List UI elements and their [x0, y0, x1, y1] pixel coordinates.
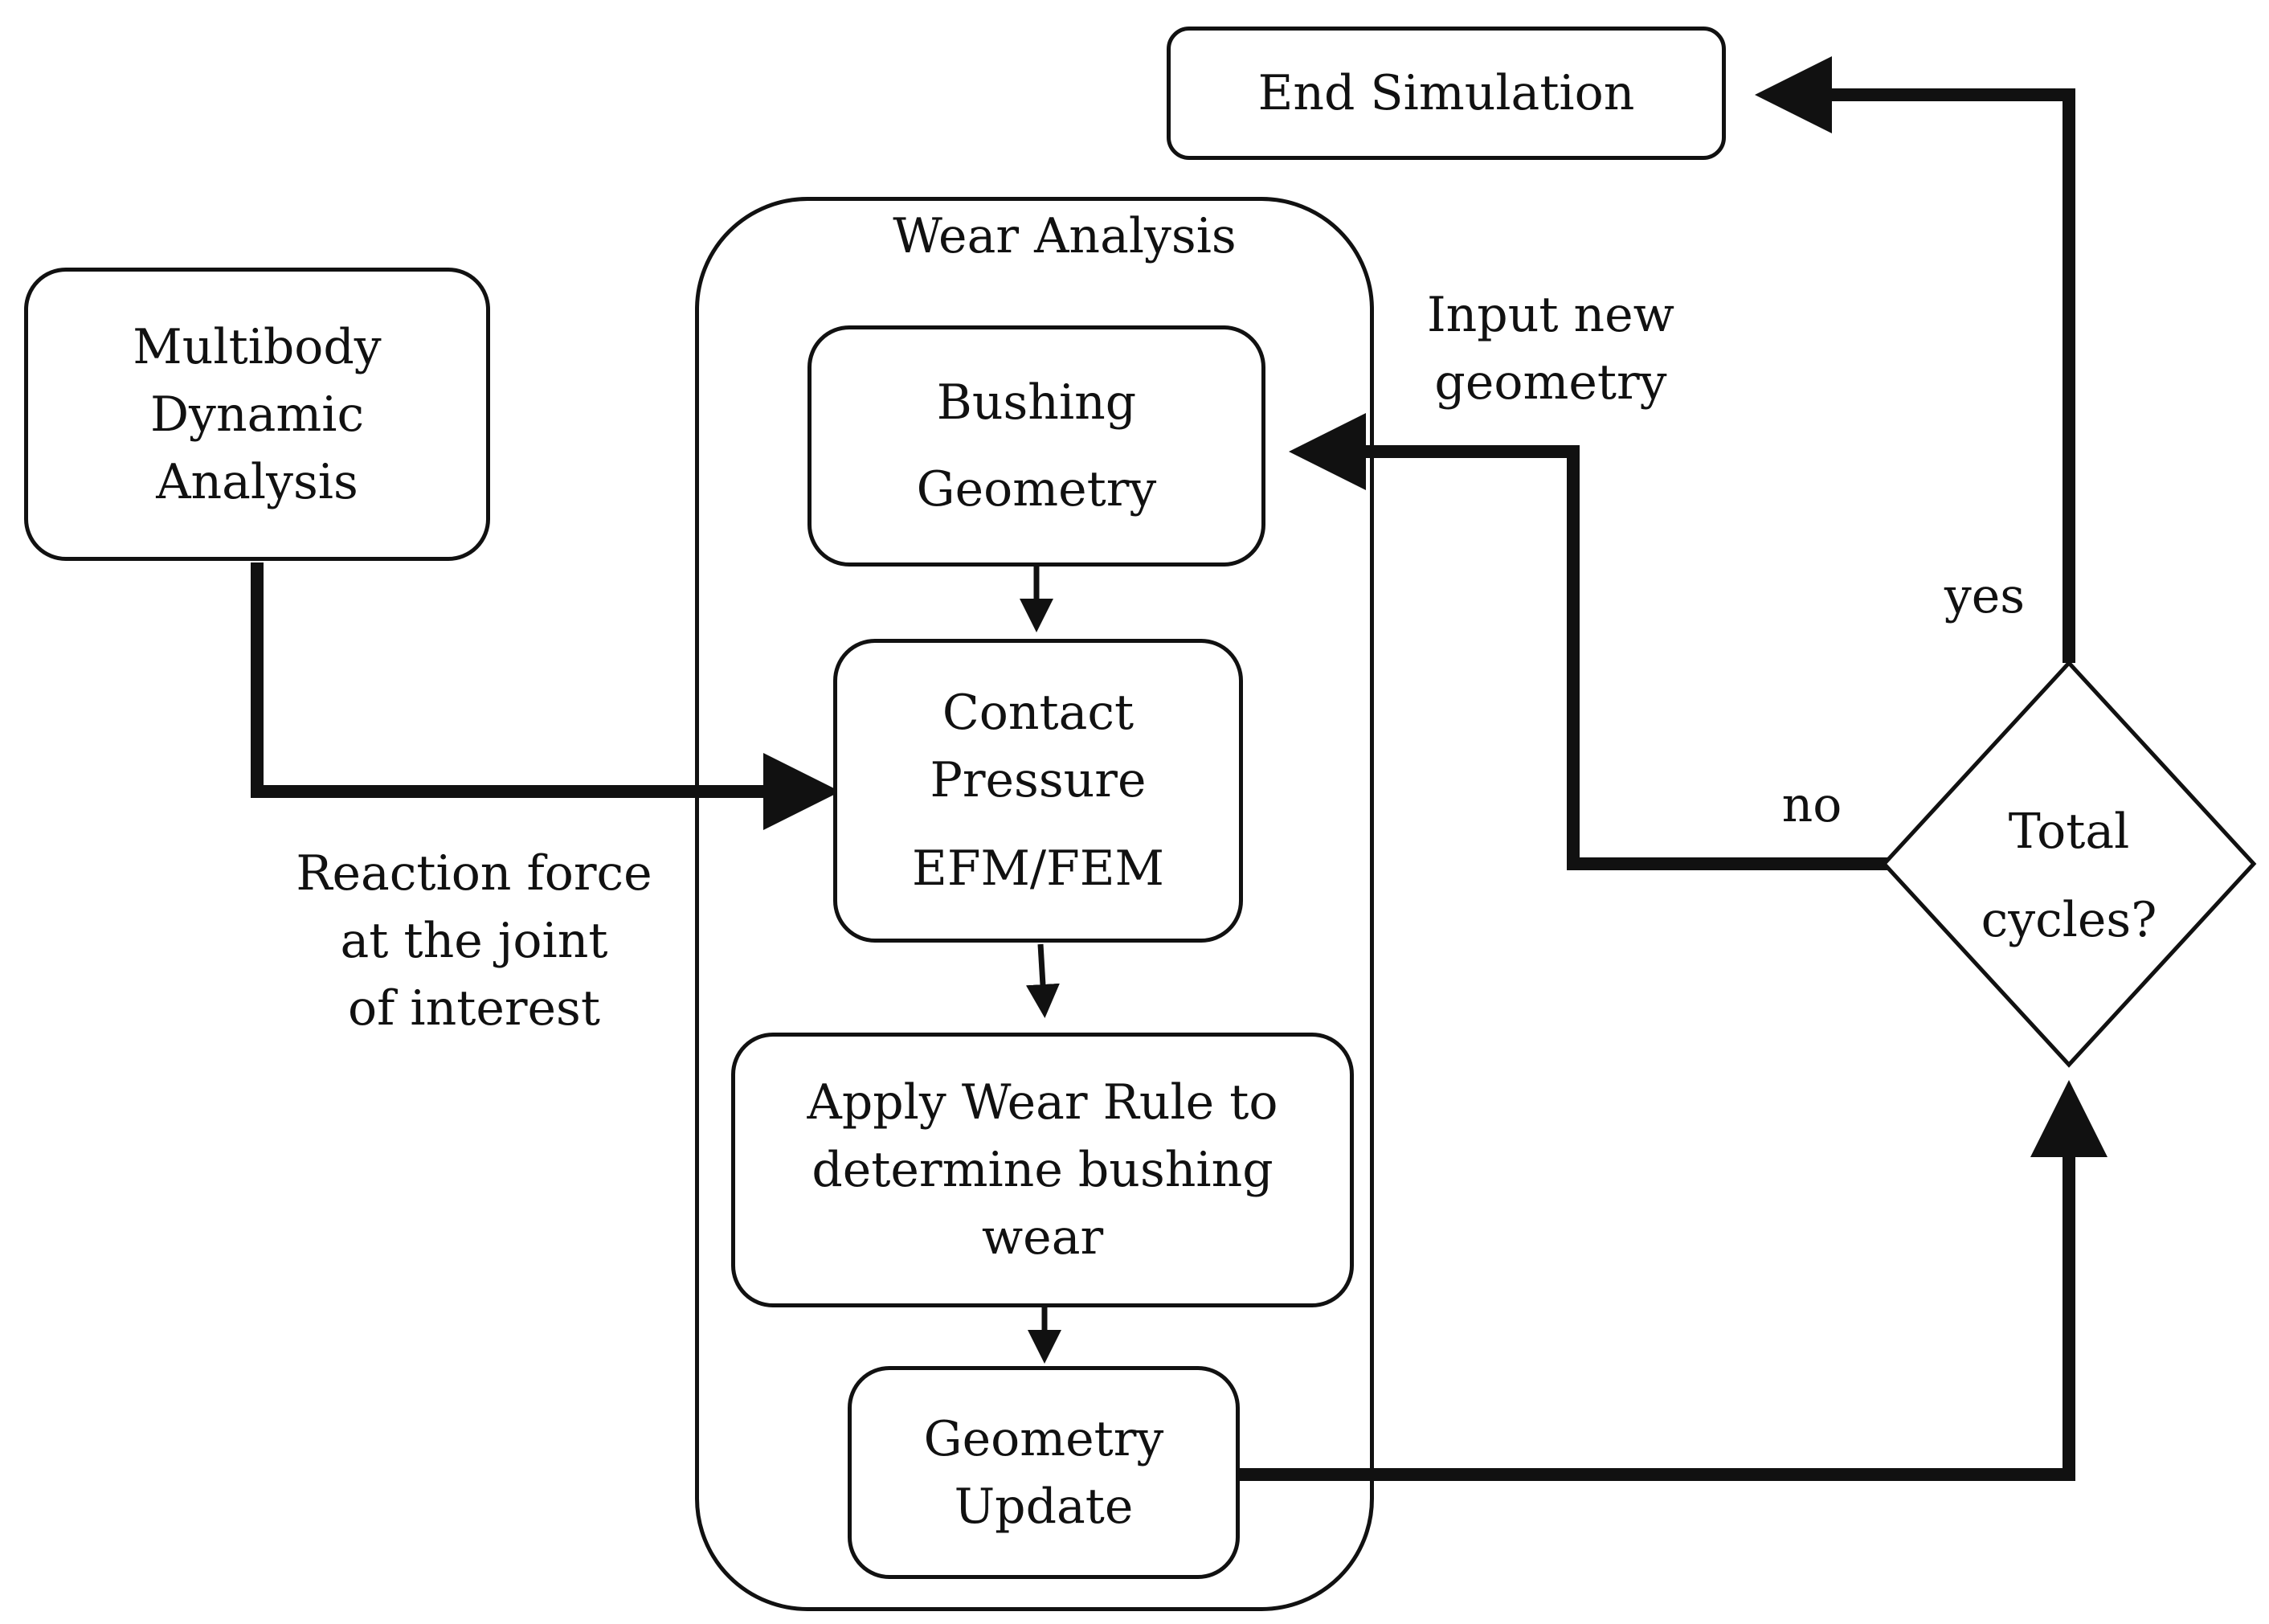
- multibody-line-3: Analysis: [156, 453, 358, 510]
- contact-line-1: Contact: [942, 685, 1134, 741]
- reaction-line-1: Reaction force: [296, 845, 652, 902]
- multibody-line-1: Multibody: [133, 318, 382, 375]
- wear-line-3: wear: [981, 1209, 1104, 1266]
- decision-line-2: cycles?: [1981, 892, 2157, 948]
- reaction-line-3: of interest: [348, 980, 600, 1037]
- contact-line-3: EFM/FEM: [912, 841, 1164, 897]
- bushing-geometry-node: Bushing Geometry: [807, 325, 1265, 567]
- end-simulation-label: End Simulation: [1257, 65, 1635, 121]
- arrow-yes-to-end: [1755, 56, 2075, 663]
- no-label: no: [1781, 777, 1842, 833]
- arrow-contact-to-wear: [1025, 943, 1060, 1018]
- decision-label: Total cycles?: [1948, 787, 2189, 964]
- contact-line-2: Pressure: [930, 752, 1147, 808]
- wear-line-2: determine bushing: [812, 1142, 1274, 1198]
- decision-diamond: [1881, 660, 2257, 1068]
- apply-wear-rule-node: Apply Wear Rule to determine bushing wea…: [731, 1033, 1354, 1307]
- wear-analysis-title: Wear Analysis: [893, 208, 1237, 264]
- end-simulation-node: End Simulation: [1167, 27, 1726, 160]
- input-new-geometry-label: Input new geometry: [1398, 281, 1703, 416]
- decision-line-1: Total: [2008, 804, 2130, 860]
- input-line-1: Input new: [1426, 287, 1675, 343]
- yes-label: yes: [1944, 568, 2026, 624]
- wear-line-1: Apply Wear Rule to: [807, 1074, 1278, 1131]
- reaction-line-2: at the joint: [340, 913, 608, 969]
- contact-pressure-node: Contact Pressure EFM/FEM: [833, 639, 1243, 943]
- input-line-2: geometry: [1434, 354, 1667, 411]
- arrow-multibody-to-contact: [251, 562, 840, 830]
- bushing-line-1: Bushing: [936, 374, 1137, 431]
- arrow-update-to-decision: [1237, 1080, 2108, 1481]
- multibody-line-2: Dynamic: [149, 386, 365, 443]
- arrow-no-to-bushing: [1289, 413, 1888, 870]
- update-line-2: Update: [954, 1478, 1134, 1535]
- multibody-analysis-node: Multibody Dynamic Analysis: [24, 268, 490, 561]
- reaction-force-label: Reaction force at the joint of interest: [273, 840, 675, 1042]
- wear-analysis-container: [695, 197, 1374, 1611]
- bushing-line-2: Geometry: [916, 461, 1157, 517]
- geometry-update-node: Geometry Update: [848, 1366, 1240, 1579]
- update-line-1: Geometry: [923, 1410, 1164, 1467]
